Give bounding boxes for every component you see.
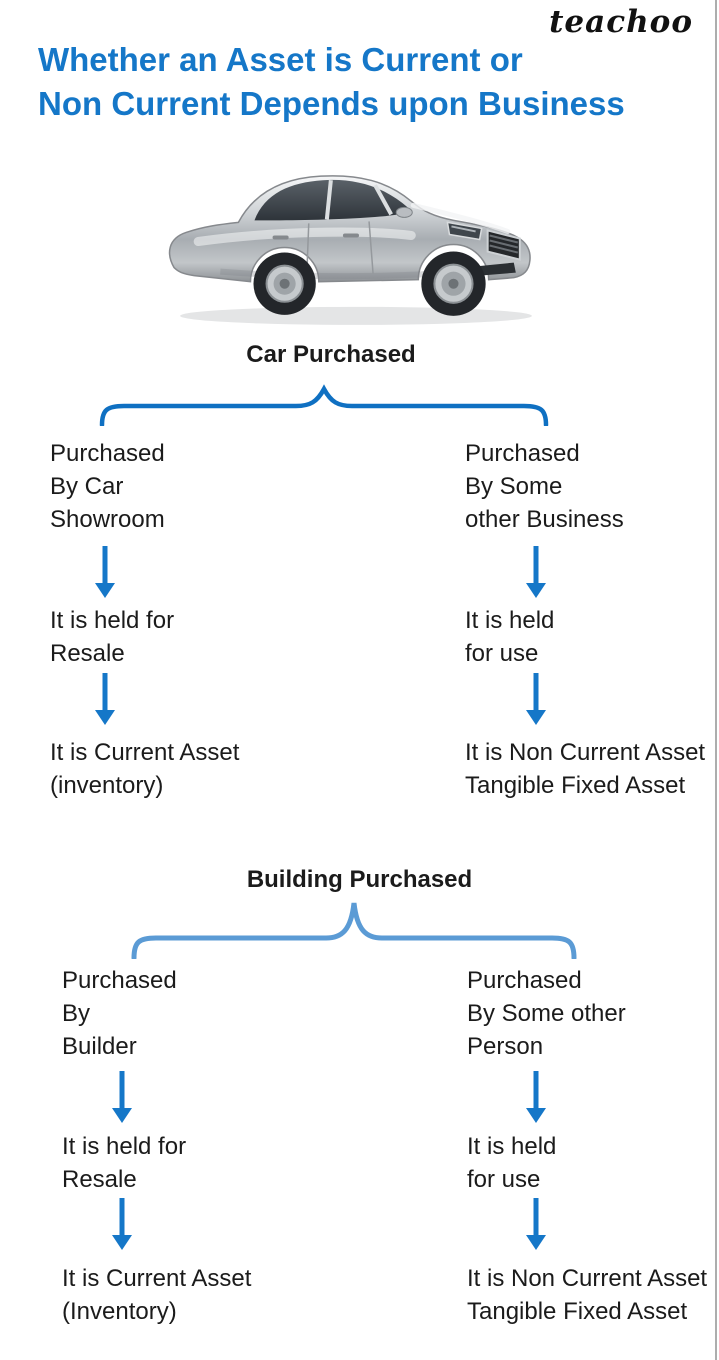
building-right-condition: Purchased By Some other Person — [467, 967, 626, 1060]
car-left-condition: Purchased By Car Showroom — [50, 440, 165, 533]
building-left-condition: Purchased By Builder — [62, 967, 177, 1060]
car-image — [160, 143, 552, 335]
building-left-result: It is Current Asset (Inventory) — [62, 1265, 252, 1325]
down-arrow-icon — [526, 546, 546, 598]
car-right-result: It is Non Current Asset Tangible Fixed A… — [465, 739, 706, 799]
car-right-condition: Purchased By Some other Business — [465, 440, 624, 533]
car-left-reason: It is held for Resale — [50, 607, 175, 667]
teachoo-logo: teachoo — [549, 4, 693, 40]
car-left-result: It is Current Asset (inventory) — [50, 739, 240, 799]
down-arrow-icon — [526, 1071, 546, 1123]
down-arrow-icon — [112, 1071, 132, 1123]
section-heading-building: Building Purchased — [246, 866, 473, 893]
section-heading-car: Car Purchased — [246, 341, 416, 368]
building-right-result: It is Non Current Asset Tangible Fixed A… — [467, 1265, 708, 1325]
page-title: Whether an Asset is Current or Non Curre… — [38, 41, 625, 122]
down-arrow-icon — [526, 673, 546, 725]
right-border-line — [715, 0, 717, 1360]
down-arrow-icon — [95, 673, 115, 725]
brace-icon — [130, 901, 578, 959]
brace-icon — [98, 384, 550, 426]
building-left-reason: It is held for Resale — [62, 1133, 187, 1193]
car-right-reason: It is held for use — [465, 607, 555, 667]
down-arrow-icon — [95, 546, 115, 598]
down-arrow-icon — [112, 1198, 132, 1250]
down-arrow-icon — [526, 1198, 546, 1250]
building-right-reason: It is held for use — [467, 1133, 557, 1193]
